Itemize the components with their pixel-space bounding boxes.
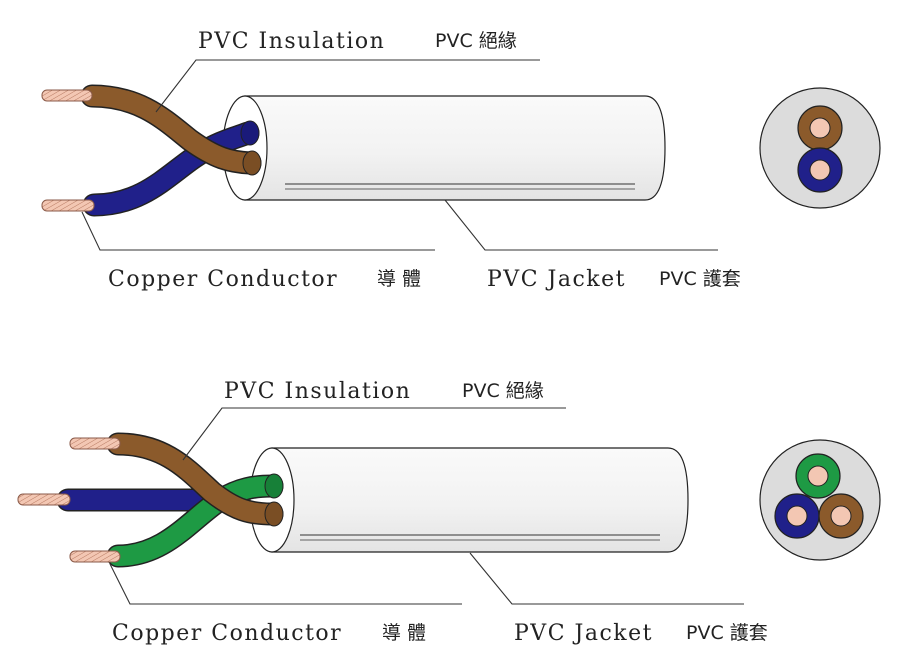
jacket-leader (469, 552, 744, 605)
copper-conductor (41, 89, 93, 102)
jacket-label: PVC Jacket (487, 267, 626, 292)
brown-insulation (108, 434, 282, 524)
cross-section-brown-conductor (809, 117, 831, 139)
brown-insulation (82, 86, 260, 173)
pvc-jacket-body (244, 95, 666, 201)
jacket-label-cjk: PVC 護套 (686, 622, 768, 644)
copper-conductor (41, 199, 95, 212)
pvc-jacket-body (271, 447, 689, 553)
insulation-label: PVC Insulation (224, 379, 411, 404)
three-core-cross-section (759, 439, 881, 561)
two-core-cable: PVC Insulation PVC 絕緣 Copper Conductor 導… (41, 29, 881, 292)
conductor-label: Copper Conductor (108, 267, 338, 292)
insulation-label-cjk: PVC 絕緣 (435, 30, 517, 52)
two-core-cross-section (759, 87, 881, 209)
cross-section-blue-conductor (809, 159, 831, 181)
insulation-label-cjk: PVC 絕緣 (462, 380, 544, 402)
copper-conductor (69, 550, 121, 563)
conductor-label-cjk: 導 體 (377, 268, 421, 290)
copper-conductor (17, 493, 71, 506)
insulation-leader (182, 407, 566, 461)
cross-section-blue-conductor (786, 505, 808, 527)
jacket-label: PVC Jacket (514, 621, 653, 646)
jacket-leader (444, 199, 718, 251)
insulation-label: PVC Insulation (198, 29, 385, 54)
conductor-label: Copper Conductor (112, 621, 342, 646)
cross-section-green-conductor (807, 465, 829, 487)
jacket-end-face (249, 447, 295, 553)
blue-wire-end (240, 120, 260, 146)
conductor-label-cjk: 導 體 (382, 622, 426, 644)
insulation-leader (155, 59, 540, 113)
copper-conductor (69, 437, 121, 450)
conductor-leader (109, 563, 462, 605)
cross-section-brown-conductor (830, 505, 852, 527)
brown-wire-end (264, 501, 284, 527)
conductor-leader (81, 211, 435, 251)
brown-wire-end (242, 150, 262, 176)
green-wire-end (264, 473, 284, 499)
jacket-label-cjk: PVC 護套 (659, 268, 741, 290)
three-core-cable: PVC Insulation PVC 絕緣 Copper Conductor 導… (17, 379, 881, 646)
